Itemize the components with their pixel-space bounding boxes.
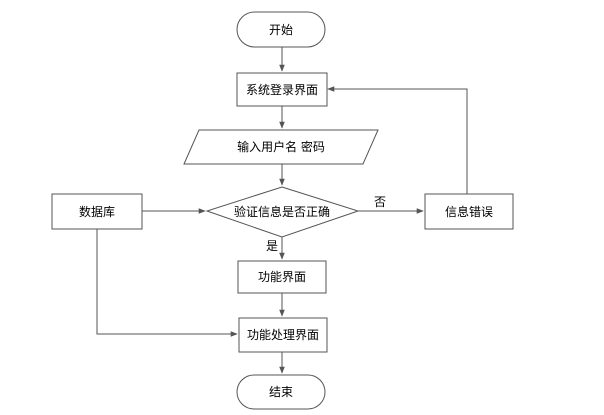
process-box <box>238 317 328 353</box>
database-label: 数据库 <box>79 204 115 219</box>
end-terminator <box>236 374 326 410</box>
error-box <box>424 193 514 230</box>
database-box <box>51 193 143 230</box>
process-label: 功能处理界面 <box>247 328 319 342</box>
error-label: 信息错误 <box>445 204 493 219</box>
verify-label: 验证信息是否正确 <box>234 204 330 219</box>
input-label: 输入用户名 密码 <box>237 139 325 154</box>
edge-database-process <box>96 229 238 337</box>
start-label: 开始 <box>269 23 293 37</box>
login-process <box>236 72 328 107</box>
verify-decision <box>205 186 360 238</box>
start-terminator <box>236 11 326 48</box>
input-data <box>183 129 379 165</box>
edge-error-login <box>327 86 468 194</box>
function-box <box>237 260 327 294</box>
login-label: 系统登录界面 <box>246 82 318 97</box>
function-label: 功能界面 <box>258 270 306 284</box>
edge-label-yes: 是 <box>266 239 278 253</box>
edge-label-no: 否 <box>374 195 386 209</box>
end-label: 结束 <box>269 385 293 399</box>
